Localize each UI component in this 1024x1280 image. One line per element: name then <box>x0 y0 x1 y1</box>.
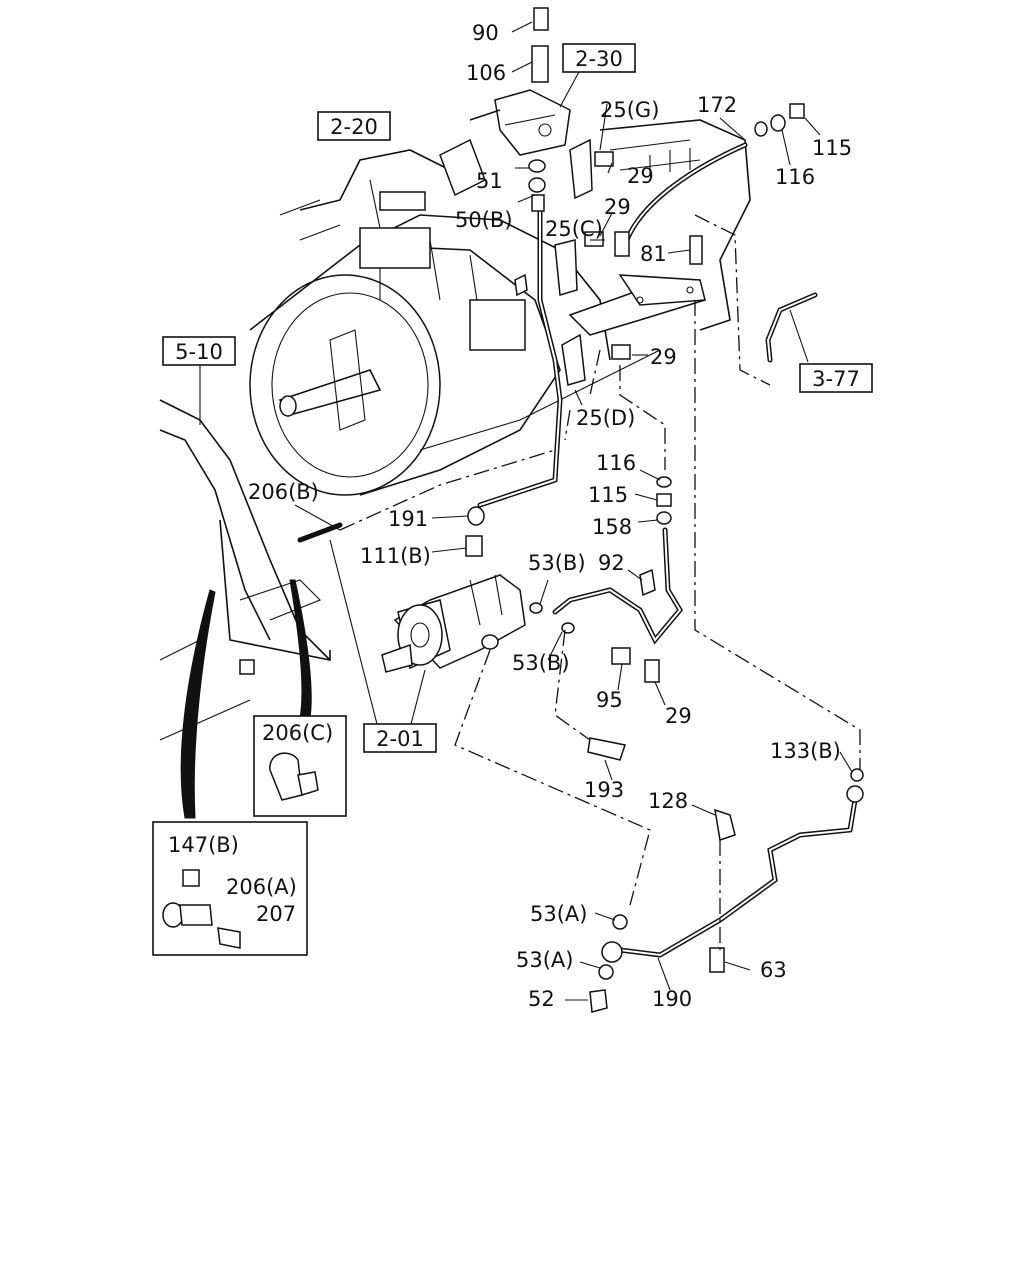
ref-box-2-30: 2-30 <box>562 43 636 73</box>
label-29-c: 29 <box>650 345 677 369</box>
label-207: 207 <box>256 902 296 926</box>
gearbox-housing <box>599 119 751 331</box>
label-53a-lower: 53(A) <box>516 948 573 972</box>
label-63: 63 <box>760 958 787 982</box>
label-90: 90 <box>472 21 499 45</box>
label-50b: 50(B) <box>455 208 513 232</box>
label-128: 128 <box>648 789 688 813</box>
detail-box-206a <box>152 821 308 956</box>
ref-box-3-77: 3-77 <box>799 363 873 393</box>
label-95: 95 <box>596 688 623 712</box>
ref-box-5-10: 5-10 <box>162 336 236 366</box>
label-133b: 133(B) <box>770 739 841 763</box>
label-206c: 206(C) <box>262 721 333 745</box>
label-206b: 206(B) <box>248 480 319 504</box>
label-190: 190 <box>652 987 692 1011</box>
ref-2-30: 2-30 <box>575 47 623 71</box>
label-116-top: 116 <box>775 165 815 189</box>
ref-3-77: 3-77 <box>812 367 860 391</box>
bracket-plate <box>568 231 706 336</box>
detail-pointers <box>180 579 312 819</box>
label-51: 51 <box>476 169 503 193</box>
label-147b: 147(B) <box>168 833 239 857</box>
label-111b: 111(B) <box>360 544 431 568</box>
clutch-slave-cylinder <box>381 574 526 673</box>
fasteners <box>465 7 864 1013</box>
label-25c: 25(C) <box>545 217 603 241</box>
label-53b-lower: 53(B) <box>512 651 570 675</box>
label-172: 172 <box>697 93 737 117</box>
label-53b-upper: 53(B) <box>528 551 586 575</box>
label-25g: 25(G) <box>600 98 659 122</box>
transmission-assembly <box>249 149 661 496</box>
label-193: 193 <box>584 778 624 802</box>
ref-2-01: 2-01 <box>376 727 424 751</box>
label-115-top: 115 <box>812 136 852 160</box>
label-29-a: 29 <box>627 164 654 188</box>
label-116-mid: 116 <box>596 451 636 475</box>
label-52: 52 <box>528 987 555 1011</box>
label-115-mid: 115 <box>588 483 628 507</box>
label-81: 81 <box>640 242 667 266</box>
label-29-b: 29 <box>604 195 631 219</box>
ref-5-10: 5-10 <box>175 340 223 364</box>
label-25d: 25(D) <box>576 406 635 430</box>
part-labels: 90 106 25(G) 172 115 116 51 29 50(B) 29 … <box>168 21 852 1011</box>
leader-lines <box>339 214 861 950</box>
brackets <box>514 138 736 841</box>
label-106: 106 <box>466 61 506 85</box>
label-53a-upper: 53(A) <box>530 902 587 926</box>
label-191: 191 <box>388 507 428 531</box>
ref-box-2-01: 2-01 <box>363 723 437 753</box>
label-92: 92 <box>598 551 625 575</box>
bracket-2-30 <box>439 89 571 197</box>
label-leaders <box>199 21 853 1001</box>
label-158: 158 <box>592 515 632 539</box>
label-206a: 206(A) <box>226 875 297 899</box>
ref-2-20: 2-20 <box>330 115 378 139</box>
clutch-pipes <box>297 142 858 958</box>
ref-box-2-20: 2-20 <box>317 111 391 141</box>
detail-box-206c <box>253 715 347 817</box>
label-29-d: 29 <box>665 704 692 728</box>
